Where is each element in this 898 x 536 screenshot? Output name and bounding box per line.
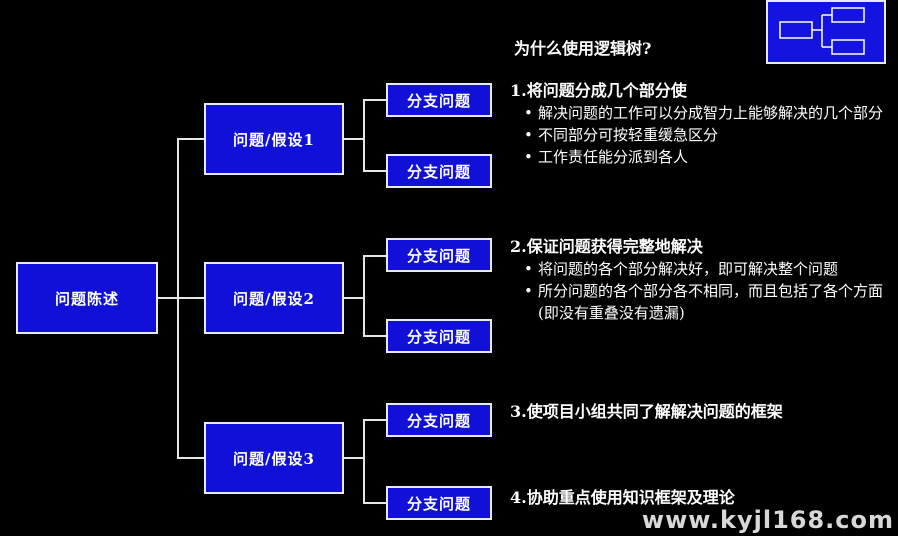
section-heading: 1.将问题分成几个部分使 — [510, 81, 687, 100]
root-box: 问题陈述 — [16, 262, 158, 334]
section-2: 2.保证问题获得完整地解决 将问题的各个部分解决好，即可解决整个问题 所分问题的… — [510, 236, 890, 324]
bullet-item: 所分问题的各个部分各不相同，而且包括了各个方面(即没有重叠没有遗漏) — [510, 280, 890, 324]
bullet-item: 工作责任能分派到各人 — [510, 146, 890, 168]
branch-box-1-1: 分支问题 — [386, 83, 492, 117]
connector-h2-b1 — [363, 255, 386, 257]
connector-h3-vertical — [363, 419, 365, 503]
branch-box-3-2: 分支问题 — [386, 486, 492, 520]
connector-h2-out — [344, 297, 364, 299]
connector-to-h3 — [177, 457, 204, 459]
connector-h1-out — [344, 138, 364, 140]
connector-h2-vertical — [363, 255, 365, 336]
section-heading: 2.保证问题获得完整地解决 — [510, 237, 703, 256]
section-3: 3.使项目小组共同了解解决问题的框架 — [510, 401, 890, 423]
section-4: 4.协助重点使用知识框架及理论 — [510, 487, 890, 509]
section-heading: 4.协助重点使用知识框架及理论 — [510, 488, 735, 507]
connector-h3-out — [344, 457, 364, 459]
hypothesis-box-3: 问题/假设3 — [204, 422, 344, 494]
branch-box-3-1: 分支问题 — [386, 403, 492, 437]
bullet-item: 解决问题的工作可以分成智力上能够解决的几个部分 — [510, 102, 890, 124]
section-1: 1.将问题分成几个部分使 解决问题的工作可以分成智力上能够解决的几个部分 不同部… — [510, 80, 890, 168]
logic-tree-thumbnail-icon — [766, 0, 886, 64]
connector-h1-b2 — [363, 170, 386, 172]
bullet-item: 不同部分可按轻重缓急区分 — [510, 124, 890, 146]
connector-to-h2 — [177, 297, 204, 299]
hypothesis-box-1: 问题/假设1 — [204, 103, 344, 175]
panel-title: 为什么使用逻辑树? — [514, 39, 652, 58]
section-heading: 3.使项目小组共同了解解决问题的框架 — [510, 402, 783, 421]
watermark: www.kyjl168.com — [641, 506, 894, 534]
hypothesis-box-2: 问题/假设2 — [204, 262, 344, 334]
connector-h1-b1 — [363, 99, 386, 101]
connector-h2-b2 — [363, 335, 386, 337]
connector-root-out — [158, 297, 178, 299]
connector-h3-b2 — [363, 502, 386, 504]
connector-h3-b1 — [363, 419, 386, 421]
connector-to-h1 — [177, 138, 204, 140]
connector-h1-vertical — [363, 99, 365, 171]
branch-box-2-2: 分支问题 — [386, 319, 492, 353]
branch-box-1-2: 分支问题 — [386, 154, 492, 188]
branch-box-2-1: 分支问题 — [386, 238, 492, 272]
bullet-item: 将问题的各个部分解决好，即可解决整个问题 — [510, 258, 890, 280]
